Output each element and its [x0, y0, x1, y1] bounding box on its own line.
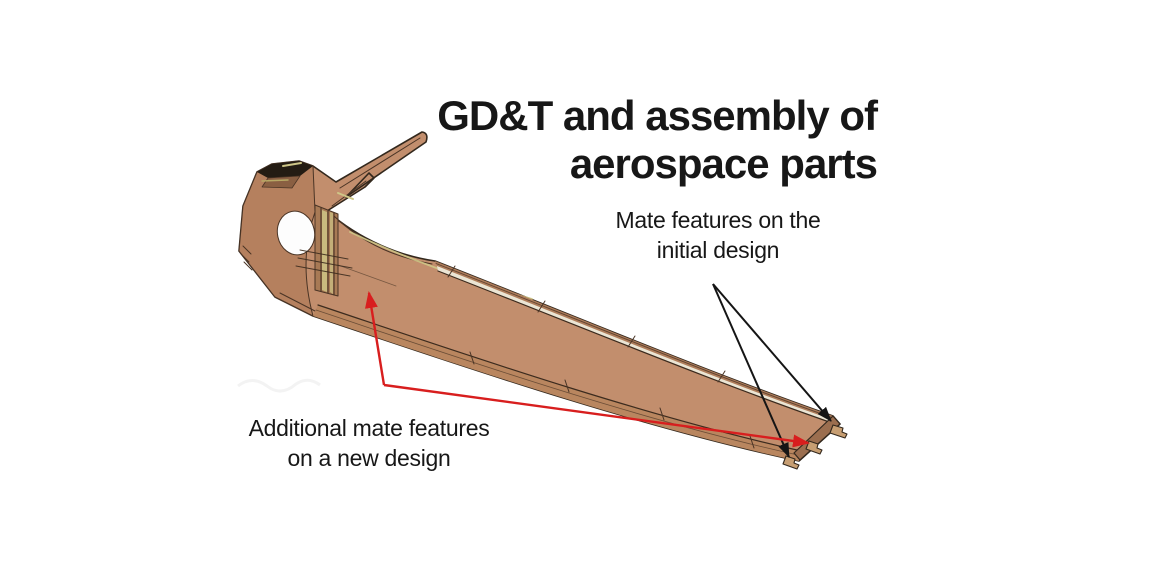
ridge-rib-accent [282, 162, 302, 167]
mate-foot-lower [782, 455, 800, 470]
black-arrow-to-upper-foot [712, 283, 832, 422]
ridge-facet-dark [257, 161, 313, 178]
prong-rib-accent [337, 192, 354, 200]
faint-shadow-mark [237, 378, 321, 393]
annotation-initial-line-2: initial design [656, 236, 780, 263]
annotation-new-design: Additional mate features on a new design [169, 414, 569, 474]
black-leader-arrows [712, 283, 832, 458]
annotation-initial-design: Mate features on the initial design [518, 206, 918, 266]
lower-flange [313, 304, 799, 461]
red-arrow-to-middle-foot [383, 383, 810, 448]
red-leader-arrows [364, 291, 810, 448]
annotation-new-line-1: Additional mate features [248, 415, 490, 441]
ridge-rib-accent-2 [261, 179, 289, 182]
prong-lower-edge-line [331, 180, 367, 207]
mate-foot-upper [829, 424, 848, 439]
slide-title: GD&T and assembly of aerospace parts [437, 92, 878, 189]
rib-cluster [295, 204, 397, 297]
black-arrow-to-lower-foot [712, 283, 790, 458]
annotation-initial-line-1: Mate features on the [615, 207, 821, 233]
title-line-2: aerospace parts [569, 140, 878, 188]
mate-foot-middle [805, 440, 823, 455]
title-line-1: GD&T and assembly of [437, 92, 878, 139]
upper-flange [435, 261, 839, 426]
red-arrow-to-web [364, 291, 386, 386]
left-edge-steps [240, 245, 316, 312]
part-hole [276, 210, 316, 256]
aerospace-part [238, 131, 848, 470]
annotation-new-line-2: on a new design [287, 444, 451, 471]
ridge-facet-mid [261, 175, 301, 189]
prong-upper-edge-line [339, 137, 421, 189]
